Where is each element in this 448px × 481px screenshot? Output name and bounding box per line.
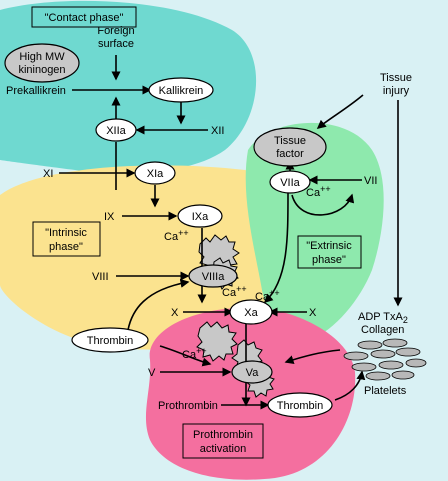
box-contact-phase: "Contact phase": [31, 6, 137, 28]
hmw-kininogen-line2: kininogen: [18, 64, 65, 76]
node-kallikrein: Kallikrein: [148, 77, 214, 103]
node-viiia: VIIIa: [188, 264, 238, 288]
arrow-viia-to-xa: [263, 191, 289, 304]
vii-label: VII: [364, 175, 377, 187]
xi-label: XI: [43, 168, 53, 180]
node-ixa: IXa: [177, 204, 223, 228]
node-tissue-factor: Tissue factor: [253, 127, 327, 167]
xa-label: Xa: [244, 307, 258, 319]
va-label: Va: [246, 367, 260, 379]
node-thrombin-left: Thrombin: [71, 327, 149, 353]
x-left-label: X: [171, 307, 179, 319]
kallikrein-label: Kallikrein: [159, 85, 204, 97]
box-extrinsic-phase: "Extrinsic phase": [297, 235, 362, 269]
ca-label-va: Ca++: [182, 346, 207, 361]
platelets-label: Platelets: [364, 385, 407, 397]
collagen-label: Collagen: [361, 324, 404, 336]
node-viia: VIIa: [269, 170, 311, 194]
tissue-factor-line2: factor: [276, 148, 304, 160]
node-thrombin-bottom: Thrombin: [267, 392, 333, 418]
ca-label-viia: Ca++: [306, 184, 331, 199]
node-hmw-kininogen: High MW kininogen: [4, 43, 80, 83]
tissue-injury-line2: injury: [383, 85, 410, 97]
node-xia: XIa: [134, 161, 176, 185]
prothrombin-activation-line1: Prothrombin: [193, 429, 253, 441]
platelets-cluster: [343, 338, 427, 381]
prothrombin-label: Prothrombin: [158, 400, 218, 412]
foreign-surface-line1: Foreign: [97, 25, 134, 37]
node-xiia: XIIa: [95, 118, 137, 142]
arrow-thrombin-to-platelets: [334, 370, 366, 401]
prothrombin-activation-line2: activation: [200, 443, 246, 455]
connection-arrows: [59, 55, 403, 410]
prekallikrein-label: Prekallikrein: [6, 85, 66, 97]
ix-label: IX: [104, 211, 115, 223]
xia-label: XIa: [147, 168, 164, 180]
ca-label-ixa: Ca++: [164, 228, 189, 243]
extrinsic-phase-line2: phase": [312, 254, 346, 266]
arrow-platelets-to-complex: [284, 349, 341, 365]
viia-label: VIIa: [280, 177, 300, 189]
tissue-factor-line1: Tissue: [274, 135, 306, 147]
v-label: V: [148, 367, 156, 379]
prothrombin-activation-region: [145, 307, 356, 480]
thrombin-bottom-label: Thrombin: [277, 400, 323, 412]
node-va: Va: [231, 360, 273, 384]
box-intrinsic-phase: "Intrinsic phase": [32, 221, 101, 257]
hmw-kininogen-line1: High MW: [19, 51, 65, 63]
x-right-label: X: [309, 307, 317, 319]
ca-label-xa: Ca++: [255, 288, 280, 303]
arrow-viia-loop: [291, 193, 355, 216]
foreign-surface-line2: surface: [98, 38, 134, 50]
viiia-label: VIIIa: [202, 271, 226, 283]
xii-label: XII: [211, 125, 224, 137]
contact-phase-label: "Contact phase": [45, 12, 124, 24]
node-xa: Xa: [229, 299, 273, 325]
arrow-tissue-injury-to-tissue-factor: [316, 94, 364, 129]
intrinsic-phase-line2: phase": [49, 241, 83, 253]
thrombin-left-label: Thrombin: [87, 335, 133, 347]
adp-txa2-label: ADP TxA2: [358, 311, 408, 325]
tissue-injury-line1: Tissue: [380, 72, 412, 84]
extrinsic-phase-line1: "Extrinsic: [306, 240, 352, 252]
xiia-label: XIIa: [106, 125, 126, 137]
arrow-thrombin-to-viiia: [127, 278, 190, 331]
viii-label: VIII: [92, 271, 109, 283]
ca-label-viiia: Ca++: [222, 284, 247, 299]
ixa-label: IXa: [192, 211, 209, 223]
arrow-thrombin-to-va: [159, 345, 212, 367]
intrinsic-phase-line1: "Intrinsic: [45, 227, 87, 239]
box-prothrombin-activation: Prothrombin activation: [182, 423, 264, 459]
